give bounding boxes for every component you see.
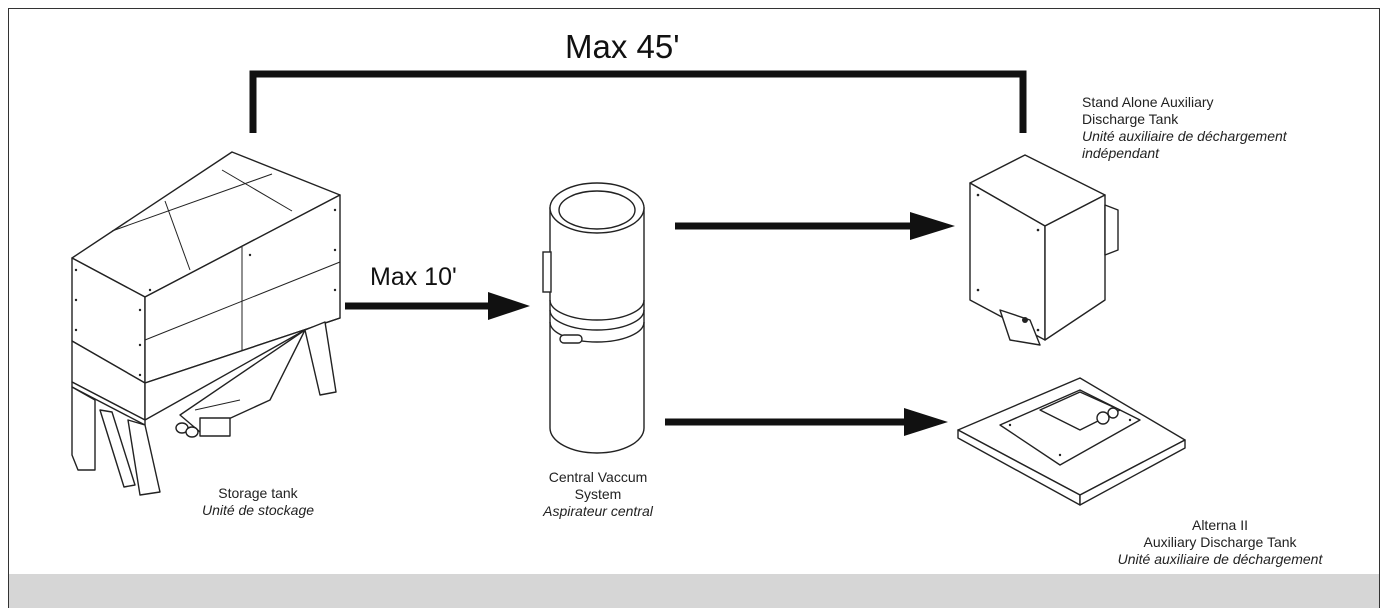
storage-tank-title: Storage tank [218,485,298,501]
alterna-title-2: Auxiliary Discharge Tank [1143,534,1297,550]
storage-tank-illustration [71,151,341,496]
footer-band [8,574,1380,608]
standalone-title-fr-2: indépendant [1082,145,1160,161]
max-10-label: Max 10' [370,263,457,291]
max-45-bracket [249,70,1027,133]
standalone-tank-illustration [969,154,1119,346]
storage-tank-title-fr: Unité de stockage [201,502,315,518]
central-vacuum-title-fr: Aspirateur central [543,503,653,519]
central-vacuum-title-1: Central Vaccum [548,469,648,485]
storage-tank-caption: Storage tank Unité de stockage [188,485,328,519]
standalone-title-2: Discharge Tank [1082,111,1179,127]
standalone-title-fr-1: Unité auxiliaire de déchargement [1082,128,1287,144]
arrow-tank-to-vacuum [345,292,530,320]
alterna-tank-illustration [957,377,1186,506]
arrow-vacuum-to-alterna [665,408,948,436]
arrow-vacuum-to-standalone [675,212,955,240]
alterna-title-fr: Unité auxiliaire de déchargement [1117,551,1323,567]
central-vacuum-caption: Central Vaccum System Aspirateur central [538,469,658,520]
alterna-tank-caption: Alterna II Auxiliary Discharge Tank Unit… [1110,517,1330,568]
standalone-title-1: Stand Alone Auxiliary [1082,94,1214,110]
alterna-title-1: Alterna II [1191,517,1249,533]
central-vacuum-title-2: System [574,486,622,502]
central-vacuum-illustration [542,182,645,454]
standalone-tank-caption: Stand Alone Auxiliary Discharge Tank Uni… [1082,94,1352,162]
max-45-label: Max 45' [565,28,680,65]
